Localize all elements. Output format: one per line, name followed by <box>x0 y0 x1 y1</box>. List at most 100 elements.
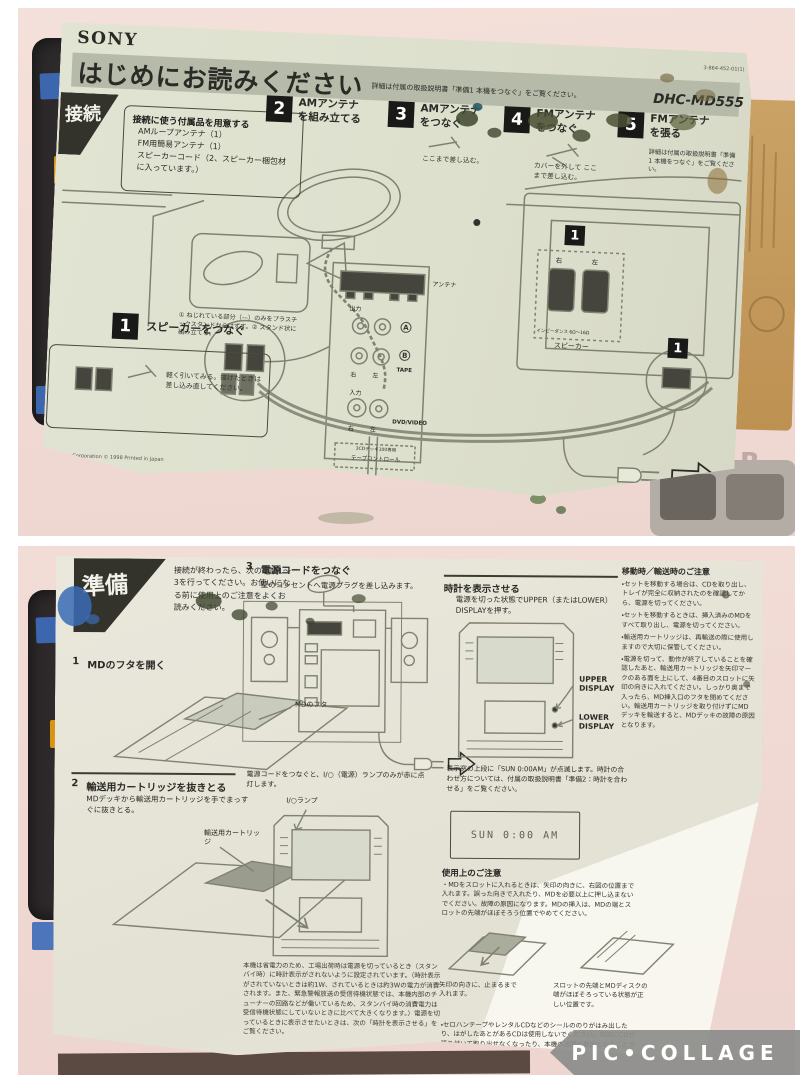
envelope-text-line <box>760 143 766 248</box>
watermark-text: PIC•COLLAGE <box>571 1040 779 1065</box>
step-4-badge: 4 <box>503 106 530 133</box>
speaker-wire <box>263 343 330 364</box>
lower-display-label: LOWER DISPLAY <box>578 712 615 731</box>
rear-panel <box>324 263 429 463</box>
speaker-terminal-badge-1: 1 <box>564 225 585 246</box>
label-dvd-video: DVD/VIDEO <box>392 419 427 427</box>
callout-leader <box>259 707 291 719</box>
transport-bullet: ・電源を切って、動作が終了していることを確認したあと、輸送用カートリッジを矢印マ… <box>620 654 755 730</box>
antenna-terminal-block <box>340 271 425 295</box>
step-2-badge: 2 <box>266 95 293 122</box>
stain <box>722 591 730 599</box>
am-plug-glyph <box>429 136 460 148</box>
step-1-number: 1 <box>72 656 80 668</box>
clock-display-box: SUN 0:00 AM <box>450 811 580 860</box>
right-unit-outline <box>517 193 741 379</box>
step-1-badge: 1 <box>112 313 139 340</box>
stain <box>318 512 374 524</box>
insert-arrow <box>481 947 499 965</box>
sony-logo: SONY <box>76 27 139 51</box>
label-in: 入力 <box>349 389 362 397</box>
callout-leader <box>220 847 254 871</box>
md-lid-callout: MDのフタ <box>294 700 328 709</box>
step-1-title: MDのフタを開く <box>87 660 166 672</box>
step-3-title: 電源コードをつなぐ <box>260 565 351 578</box>
instruction-sheet-connect: SONY 3-864-452-01(1) はじめにお読みください 詳細は付属の取… <box>41 22 753 505</box>
stain <box>352 594 366 603</box>
speaker-cable <box>256 361 708 446</box>
step-2-label: AMアンテナを組み立てる <box>297 96 362 126</box>
upper-display-label: UPPER DISPLAY <box>579 674 615 693</box>
usage-caption-1: 矢印の向きに、止まるまで入れます。 <box>438 980 517 999</box>
cabinet-line <box>148 198 204 328</box>
step-3-after: 電源コードをつなぐと、I/○（電源）ランプのみが赤に点灯します。 <box>246 770 425 789</box>
clock-after: 表示窓の上段に「SUN 0:00AM」が点滅します。時計の合わせ方については、付… <box>446 764 628 793</box>
stain <box>266 601 278 610</box>
label-left: 左 <box>372 372 379 380</box>
front-panel-outline <box>273 816 388 957</box>
transport-bullet: ・セットを移動する場合は、CDを取り出し、トレイが完全に収納されたのを確認してか… <box>621 579 751 608</box>
label-right: 右 <box>347 425 355 433</box>
transport-notes-list: ・セットを移動する場合は、CDを取り出し、トレイが完全に収納されたのを確認してか… <box>621 580 756 731</box>
label-right: 右 <box>350 371 357 379</box>
step-2-number: 2 <box>71 778 79 790</box>
transport-notes-title: 移動時／輸送時のご注意 <box>621 566 710 577</box>
speaker-connector-circle <box>203 319 287 403</box>
stain <box>743 681 750 688</box>
upper-display-area <box>292 830 370 881</box>
am-loop-antenna-icon <box>271 159 406 250</box>
stain <box>556 506 566 514</box>
step-2-body: MDデッキから輸送用カートリッジを手でまっすぐに抜きとる。 <box>86 794 249 815</box>
tape-control-box <box>334 443 415 471</box>
step-4-note: カバーを外して ここまで差し込む。 <box>533 161 598 182</box>
step-3-badge: 3 <box>388 101 415 128</box>
pull-out-arrow <box>265 899 307 927</box>
instruction-sheet-prepare: 準備 接続が終わったら、次の手順1〜3を行ってください。お使いになる前に使用上の… <box>53 556 764 1059</box>
power-plug-icon <box>618 468 642 483</box>
antenna-chain-cable <box>320 248 391 389</box>
unit-display <box>321 650 379 706</box>
pull-check-arrow <box>128 364 157 378</box>
label-out: 出力 <box>349 305 362 313</box>
unit-outline <box>299 610 386 733</box>
upper-display-pointer <box>556 685 573 708</box>
lower-display-area <box>299 898 361 932</box>
md-slot-iso-2 <box>581 938 673 975</box>
label-antenna: アンテナ <box>432 281 457 290</box>
clock-title: 時計を表示させる <box>443 583 520 596</box>
envelope-text-line <box>748 135 754 252</box>
power-cord <box>562 437 620 478</box>
transport-bullet: ・輸送用カートリッジは、再輸送の際に使用しますので大切に保管してください。 <box>621 633 754 652</box>
usage-notes-title: 使用上のご注意 <box>441 868 502 880</box>
plug-arrow-icon <box>448 753 474 775</box>
wall-outline <box>243 601 402 742</box>
md-disc <box>469 933 525 955</box>
power-cord <box>379 732 415 764</box>
connection-diagram-art <box>41 22 753 505</box>
stain <box>306 618 315 625</box>
photo-top: R <box>18 8 795 536</box>
speaker-terminal-box <box>534 250 624 342</box>
mini-loop-antenna <box>307 573 342 595</box>
md-deck-iso <box>115 696 347 770</box>
photo-bottom: 準備 接続が終わったら、次の手順1〜3を行ってください。お使いになる前に使用上の… <box>18 546 795 1075</box>
stain-blue <box>86 614 100 624</box>
equipment-part <box>726 474 784 520</box>
right-speaker <box>391 618 427 682</box>
stain <box>196 593 222 609</box>
speaker-terminal-badge-1: 1 <box>667 338 688 359</box>
pic-collage-watermark: PIC•COLLAGE <box>550 1030 800 1075</box>
prepare-diagram-art <box>53 556 764 1059</box>
label-speaker: スピーカー <box>553 341 589 352</box>
label-right: 右 <box>555 256 563 265</box>
standby-note: 本機は省電力のため、工場出荷時は電源を切っているとき（スタンバイ時）に時計表示が… <box>242 961 441 1036</box>
envelope-text-line <box>772 152 777 249</box>
transport-cartridge <box>206 861 306 892</box>
step-3-body: 壁のコンセントへ電源プラグを差し込みます。 <box>260 580 418 591</box>
loop-antenna-inset-box <box>189 233 310 312</box>
transport-bullet: ・セットを移動するときは、挿入済みのMDをすべて取り出し、電源を切ってください。 <box>621 611 752 630</box>
wall-line <box>62 190 172 207</box>
usage-caption-2: スロットの先端とMDディスクの端がほぼそろっている状態が正しい位置です。 <box>552 981 648 1009</box>
equipment-part <box>660 474 716 520</box>
